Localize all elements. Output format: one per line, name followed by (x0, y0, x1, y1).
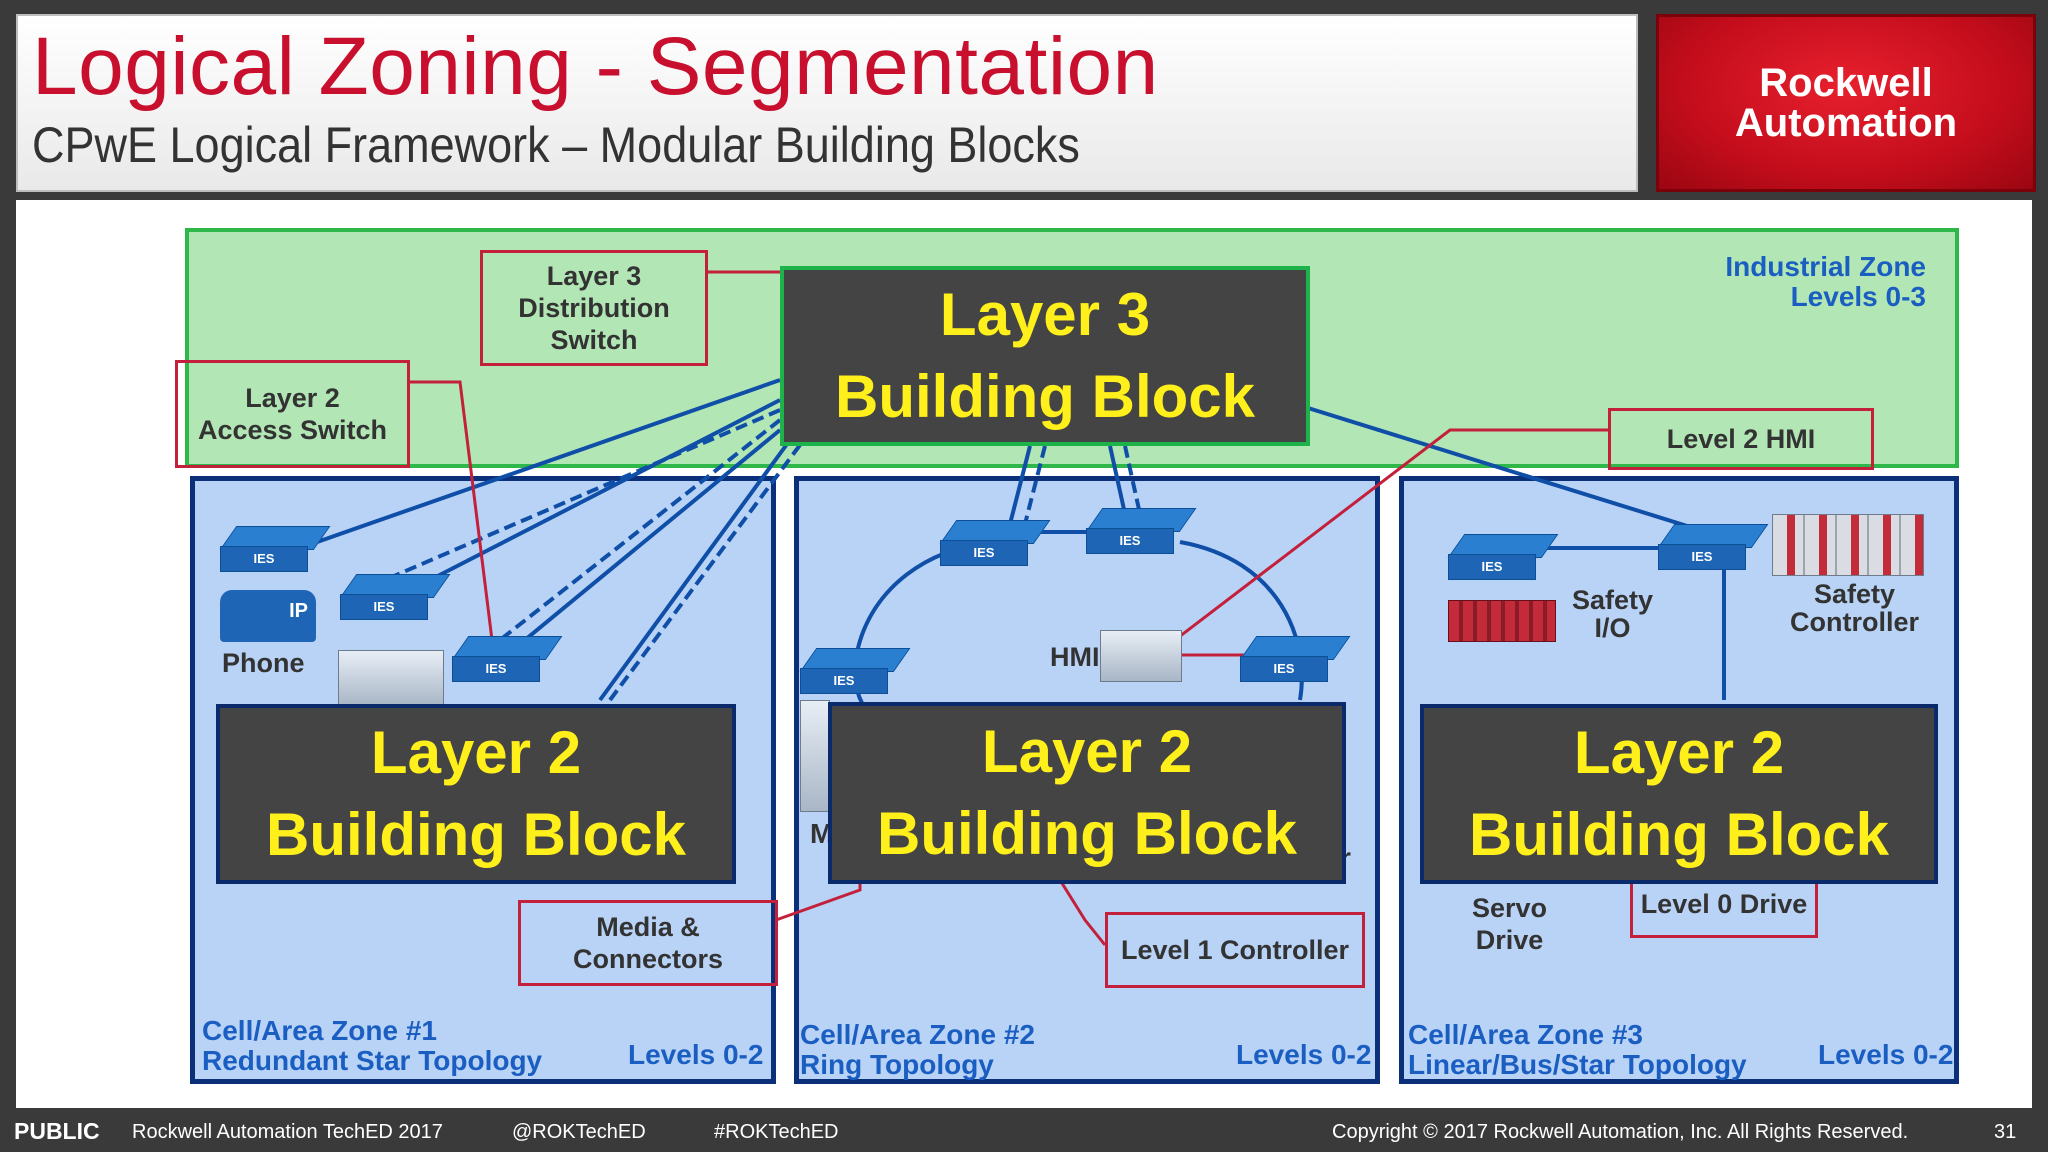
safety-controller-label: Safety Controller (1790, 580, 1919, 636)
callout-level2-hmi: Level 2 HMI (1608, 408, 1874, 470)
uplink-line (1123, 445, 1142, 515)
callout-line-text: Switch (550, 325, 638, 355)
callout-l3-distribution-switch: Layer 3 Distribution Switch (480, 250, 708, 366)
callout-line-text: Distribution (518, 293, 670, 323)
servo-drive-label-line: Servo (1472, 893, 1548, 923)
uplink-line (299, 378, 781, 550)
cell-zone-name: Cell/Area Zone #3 (1408, 1019, 1643, 1050)
block-line: Layer 2 (981, 718, 1193, 785)
uplink-line (498, 418, 782, 642)
layer2-building-block-1: Layer 2 Building Block (216, 704, 736, 884)
safety-controller-label-line: Safety (1813, 579, 1896, 609)
controller-device (338, 650, 444, 706)
uplink-line (379, 408, 781, 584)
callout-line-text: Layer 3 (546, 261, 642, 291)
footer: PUBLIC Rockwell Automation TechED 2017 @… (0, 1112, 2048, 1152)
block-line: Building Block (835, 363, 1255, 430)
slide-subtitle: CPwE Logical Framework – Modular Buildin… (32, 117, 1080, 173)
ies-switch: IES (339, 574, 451, 620)
uplink-line (598, 438, 792, 702)
ies-switch: IES (939, 520, 1051, 566)
cell-zone-name: Cell/Area Zone #2 (800, 1019, 1035, 1050)
callout-line-text: Layer 2 (245, 383, 340, 413)
callout-l2-access-switch: Layer 2 Access Switch (175, 360, 410, 468)
cell-zone-3-label: Cell/Area Zone #3 Linear/Bus/Star Topolo… (1408, 1020, 1747, 1080)
module-device (800, 700, 830, 812)
uplink-line (608, 443, 802, 702)
industrial-zone-name: Industrial Zone (1725, 251, 1926, 282)
callout-line (1058, 879, 1107, 946)
ies-switch: IES (799, 648, 911, 694)
safety-io-label: Safety I/O (1572, 586, 1653, 642)
safety-controller-label-line: Controller (1790, 607, 1920, 637)
partial-label-m: M (810, 818, 834, 849)
cell-zone-1-label: Cell/Area Zone #1 Redundant Star Topolog… (202, 1016, 542, 1076)
block-line: Layer 2 (1573, 719, 1785, 786)
footer-event: Rockwell Automation TechED 2017 (132, 1121, 443, 1143)
cell-zone-topology: Linear/Bus/Star Topology (1408, 1049, 1747, 1080)
hmi-label: HMI (1050, 642, 1100, 672)
block-line: Building Block (1469, 801, 1889, 868)
logo-line-1: Rockwell (1759, 61, 1933, 105)
ies-switch: IES (451, 636, 563, 682)
block-line: Building Block (266, 801, 686, 868)
cell-zone-topology: Ring Topology (800, 1049, 994, 1080)
footer-hashtag: #ROKTechED (714, 1121, 839, 1143)
cell-zone-topology: Redundant Star Topology (202, 1045, 543, 1076)
ies-switch: IES (1239, 636, 1351, 682)
layer2-building-block-3: Layer 2 Building Block (1420, 704, 1938, 884)
footer-handle: @ROKTechED (512, 1121, 646, 1143)
phone-label: Phone (222, 648, 305, 678)
layer2-building-block-2: Layer 2 Building Block (828, 702, 1346, 884)
uplink-line (518, 428, 782, 646)
ies-switch: IES (219, 526, 331, 572)
cell-zone-name: Cell/Area Zone #1 (202, 1015, 437, 1046)
safety-io-label-line: I/O (1594, 613, 1631, 643)
servo-drive-label: Servo Drive (1472, 892, 1547, 956)
callout-line-text: Connectors (572, 944, 724, 974)
phone-ip-label: IP (289, 600, 308, 622)
ies-switch: IES (1085, 508, 1197, 554)
callout-level0-drive: Level 0 Drive (1630, 870, 1818, 938)
uplink-line (429, 398, 781, 582)
footer-public: PUBLIC (14, 1118, 100, 1144)
callout-line (408, 380, 494, 641)
logo-line-2: Automation (1734, 101, 1958, 145)
cell-zone-2-label: Cell/Area Zone #2 Ring Topology (800, 1020, 1035, 1080)
block-line: Layer 2 (370, 719, 582, 786)
callout-line (1174, 428, 1608, 642)
safety-io-device (1448, 600, 1556, 642)
ies-switch: IES (1447, 534, 1559, 580)
safety-controller-device (1772, 514, 1924, 576)
uplink-line (1008, 445, 1032, 525)
uplink-line (1108, 445, 1127, 515)
industrial-zone-levels: Levels 0-3 (1790, 281, 1926, 312)
cell-zone-1-levels: Levels 0-2 (628, 1039, 764, 1070)
cell-zone-3-levels: Levels 0-2 (1818, 1039, 1954, 1070)
safety-io-label-line: Safety (1572, 585, 1654, 615)
footer-copyright: Copyright © 2017 Rockwell Automation, In… (1332, 1121, 1909, 1143)
block-line: Building Block (877, 800, 1297, 867)
industrial-zone-label: Industrial Zone Levels 0-3 (1720, 252, 1926, 312)
slide-title: Logical Zoning - Segmentation (32, 21, 1159, 112)
callout-line-text: Media & (596, 912, 700, 942)
callout-line (775, 880, 862, 922)
uplink-line (1023, 445, 1047, 525)
callout-level1-controller: Level 1 Controller (1105, 912, 1365, 988)
callout-line-text: Access Switch (197, 415, 388, 445)
servo-drive-label-line: Drive (1475, 925, 1544, 955)
phone-icon: IP (220, 590, 316, 642)
callout-media-connectors: Media & Connectors (518, 900, 778, 986)
cell-zone-2-levels: Levels 0-2 (1236, 1039, 1372, 1070)
block-line: Layer 3 (939, 281, 1151, 348)
hmi-device (1100, 630, 1182, 682)
footer-page-number: 31 (1994, 1121, 2017, 1143)
ies-switch: IES (1657, 524, 1769, 570)
title-panel (16, 14, 1638, 192)
layer3-building-block: Layer 3 Building Block (780, 266, 1310, 446)
rockwell-logo: Rockwell Automation (1656, 14, 2036, 192)
uplink-line (1307, 406, 1701, 532)
